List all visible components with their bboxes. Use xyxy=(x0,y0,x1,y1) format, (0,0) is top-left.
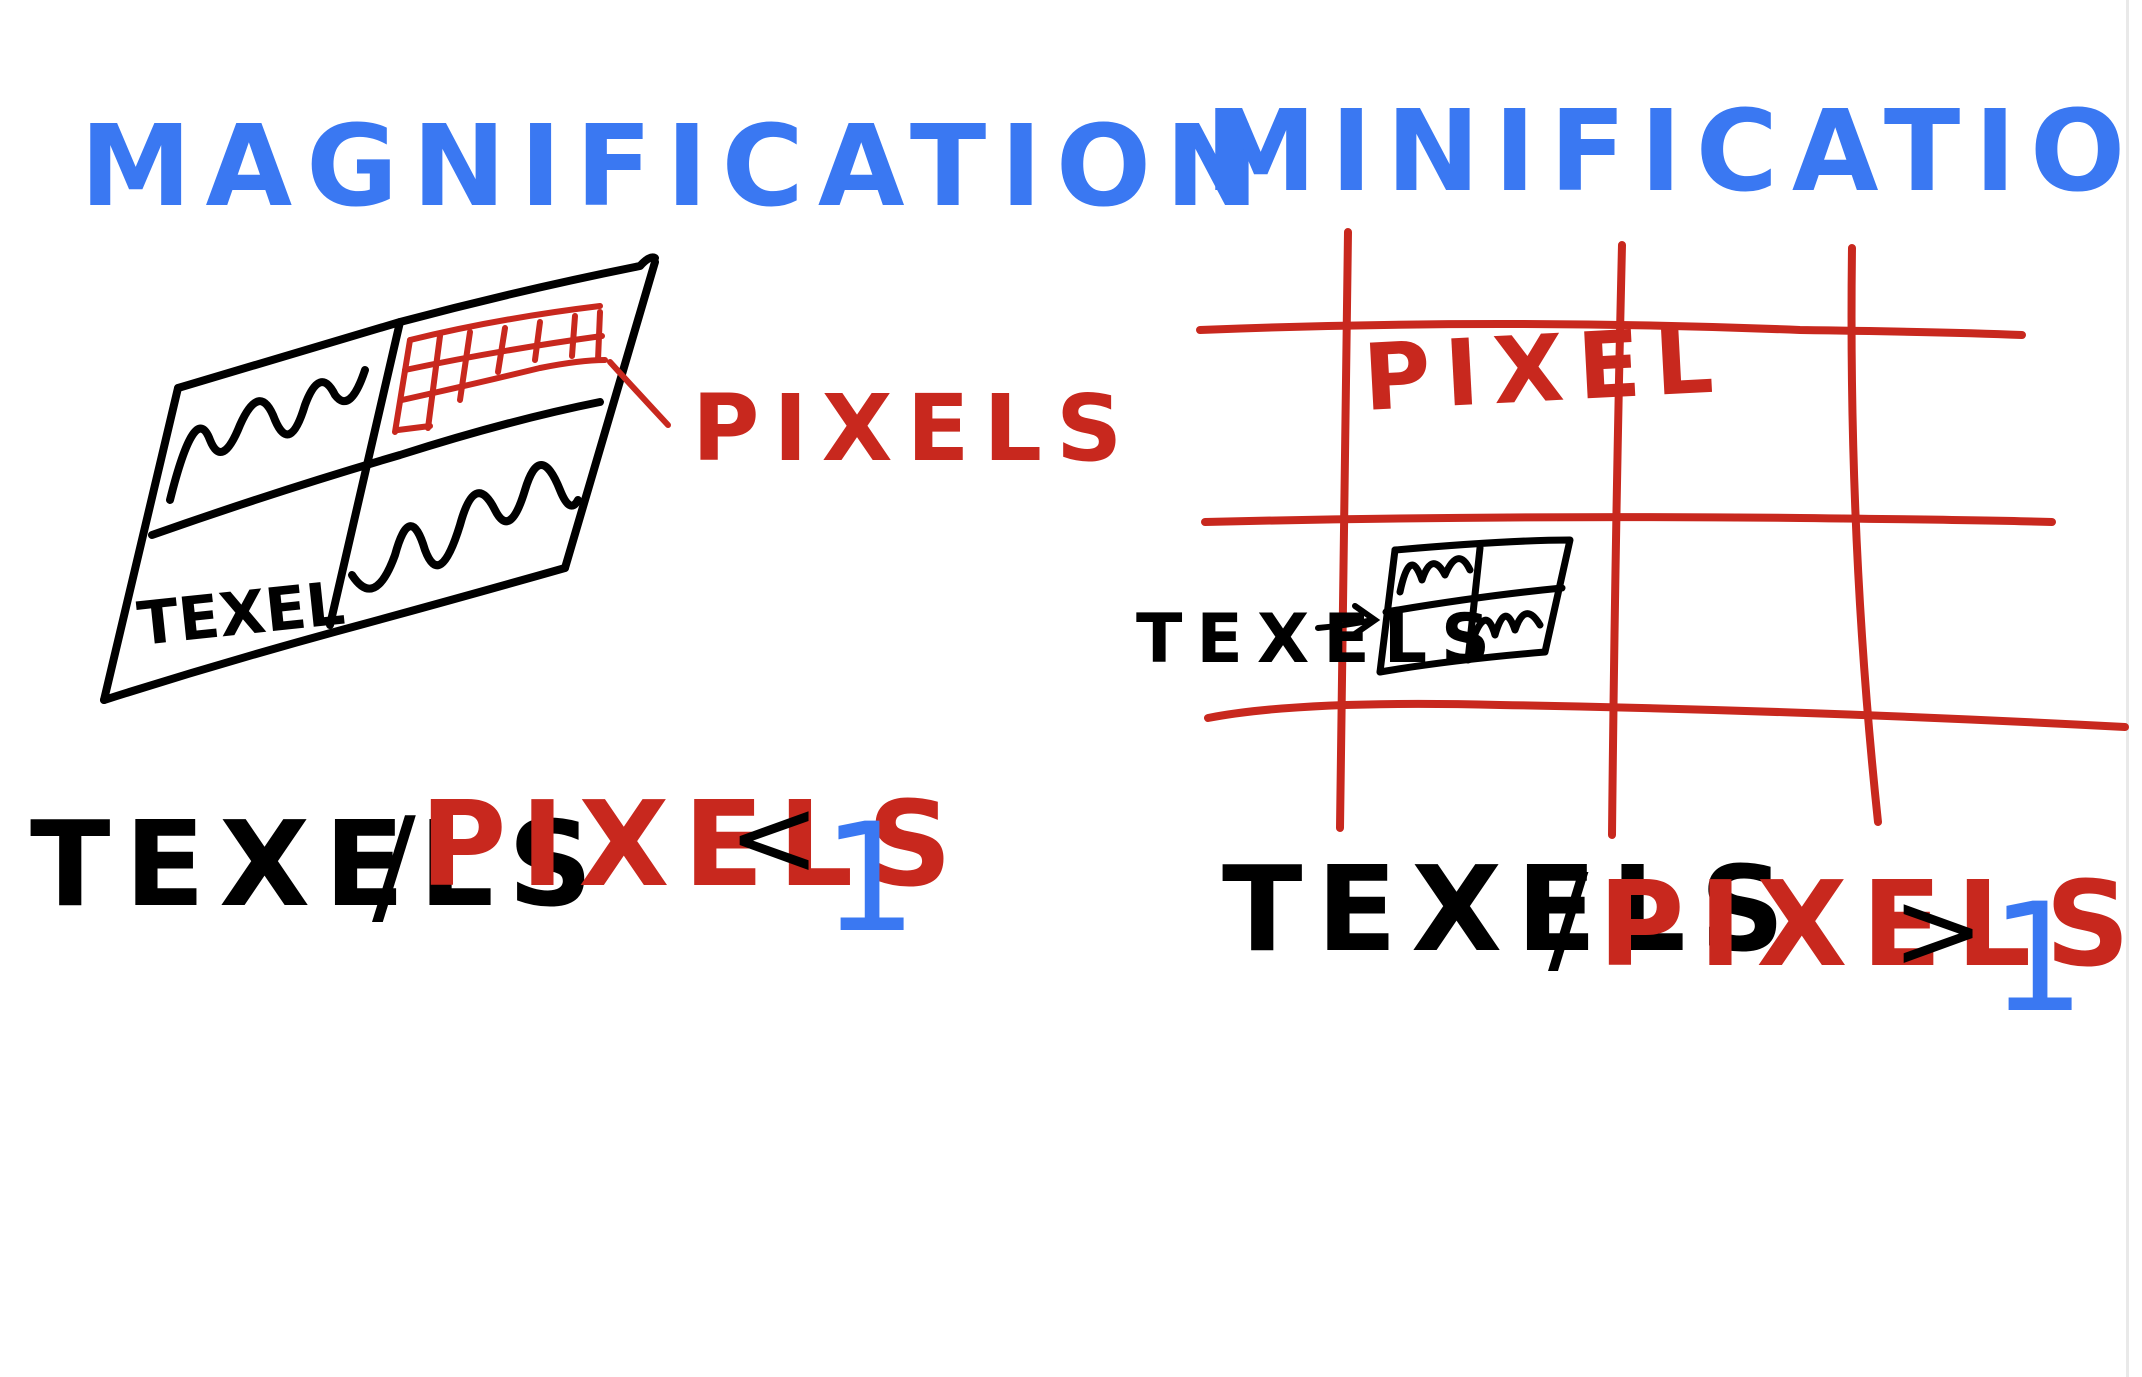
pixel-grid-minified xyxy=(1196,228,2129,839)
minification-formula: TEXELS / PIXELS > 1 xyxy=(1222,840,2142,1046)
pixels-label: PIXELS xyxy=(692,375,1136,482)
mag-formula-pixels: PIXELS xyxy=(420,775,966,913)
pixel-label: PIXEL xyxy=(1361,306,1730,432)
texture-right-edge xyxy=(561,258,659,572)
texels-arrow xyxy=(1315,603,1381,639)
min-formula-operator: > xyxy=(1892,866,1984,994)
mag-formula-value: 1 xyxy=(822,792,917,966)
texel-label: TEXEL xyxy=(134,569,348,660)
texture-mid-horizontal xyxy=(148,398,604,539)
magnification-formula: TEXELS / PIXELS < 1 xyxy=(30,773,966,966)
mag-formula-texels: TEXELS xyxy=(30,795,607,933)
min-formula-slash: / xyxy=(1548,850,1589,989)
texture-left-edge xyxy=(100,384,182,704)
mag-formula-operator: < xyxy=(728,773,820,901)
magnification-title: MAGNIFICATION xyxy=(80,102,1273,232)
min-formula-value: 1 xyxy=(1990,872,2085,1046)
pixel-grid-magnified xyxy=(392,303,608,435)
texture-mid-vertical xyxy=(326,318,404,629)
texture-quad xyxy=(100,253,659,704)
texel-wave-bottom-right xyxy=(348,461,582,593)
texture-bottom-edge xyxy=(100,564,569,704)
texels-label: TEXELS xyxy=(1136,600,1504,679)
min-formula-texels: TEXELS xyxy=(1222,840,1799,978)
pixels-arrow xyxy=(607,359,671,428)
texture-top-edge xyxy=(174,253,659,392)
mag-formula-slash: / xyxy=(372,789,416,941)
min-formula-pixels: PIXELS xyxy=(1598,855,2142,993)
minification-title: MINIFICATION xyxy=(1205,87,2142,217)
tiny-texture-quad xyxy=(1376,536,1574,676)
canvas-right-edge xyxy=(2126,0,2129,1377)
texel-wave-top-left xyxy=(166,366,369,504)
